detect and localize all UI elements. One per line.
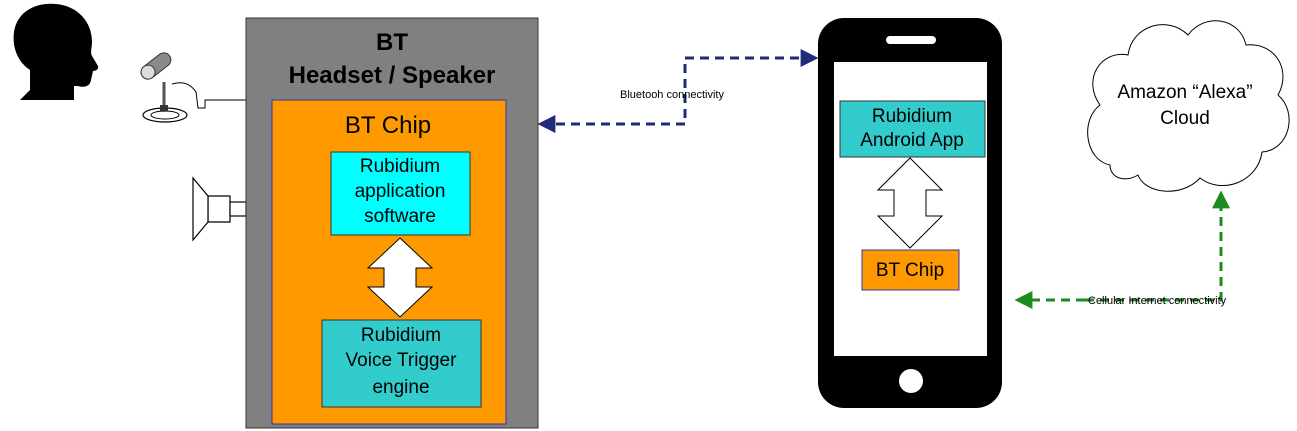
cloud-line1: Amazon “Alexa” xyxy=(1117,82,1252,103)
rubidium-app-line1: Rubidium xyxy=(360,156,440,177)
android-app-line1: Rubidium xyxy=(872,106,952,127)
engine-line2: Voice Trigger xyxy=(346,350,458,371)
engine-line1: Rubidium xyxy=(361,325,441,346)
headset-title-line2: Headset / Speaker xyxy=(289,62,496,89)
cloud-line2: Cloud xyxy=(1160,108,1210,129)
phone-bt-chip xyxy=(861,249,960,291)
bluetooth-link xyxy=(537,49,819,133)
phone-chip-label: BT Chip xyxy=(876,260,944,281)
headset-chip-label: BT Chip xyxy=(345,112,431,139)
phone-double-arrow xyxy=(876,157,944,249)
rubidium-app-line2: application xyxy=(355,181,446,202)
headset-double-arrow xyxy=(366,237,434,318)
android-app-box xyxy=(839,100,986,158)
microphone-icon xyxy=(140,52,246,123)
rubidium-app-box xyxy=(330,151,471,236)
engine-line3: engine xyxy=(372,377,429,398)
voice-trigger-engine-box xyxy=(321,319,482,408)
cellular-link xyxy=(1085,190,1230,302)
user-head-icon xyxy=(13,3,99,100)
rubidium-app-line3: software xyxy=(364,206,436,227)
cloud-icon xyxy=(1087,20,1290,192)
android-app-line2: Android App xyxy=(860,130,964,151)
speaker-icon xyxy=(192,176,247,242)
cellular-link-label: Cellular Internet connectivity xyxy=(1088,295,1227,307)
headset-title-line1: BT xyxy=(376,29,408,56)
bluetooth-link-label: Bluetooh connectivity xyxy=(620,89,724,101)
